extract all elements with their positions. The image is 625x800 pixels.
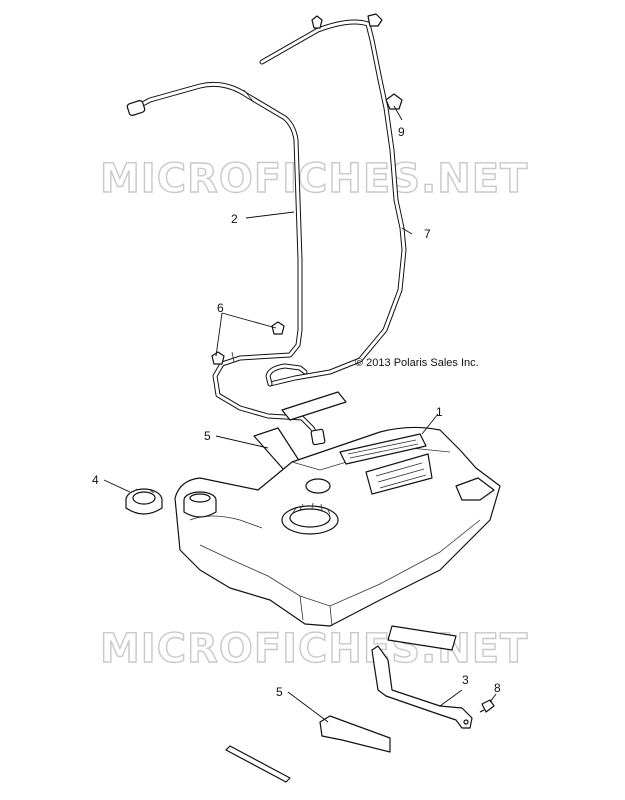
foam-pad-5-lower: [319, 715, 391, 753]
callout-9: 9: [398, 125, 405, 139]
callout-7: 7: [424, 227, 431, 241]
fuel-cap-4: [125, 488, 163, 515]
callout-2: 2: [231, 212, 238, 226]
callout-5-upper: 5: [204, 429, 211, 443]
bolt-8: [479, 699, 495, 713]
callout-5-lower: 5: [276, 685, 283, 699]
hose-clips-6: [211, 321, 285, 365]
callout-8: 8: [494, 681, 501, 695]
callout-4: 4: [92, 473, 99, 487]
vent-hose-7: [259, 19, 407, 387]
fuel-tank-1: [174, 426, 501, 627]
callout-6: 6: [217, 301, 224, 315]
copyright-notice: © 2013 Polaris Sales Inc.: [355, 357, 479, 369]
watermark-bottom: MICROFICHES.NET: [100, 626, 528, 672]
callout-1: 1: [436, 405, 443, 419]
fuel-hose-2: [126, 81, 326, 446]
tank-strap-3: [371, 645, 473, 729]
hose-clip-top: [311, 13, 383, 29]
rubber-strip: [225, 745, 291, 783]
hose-clip-9: [385, 93, 403, 110]
leader-lines: [103, 105, 497, 723]
callout-3: 3: [462, 673, 469, 687]
watermark-top: MICROFICHES.NET: [100, 156, 528, 202]
foam-pad-lower: [387, 625, 457, 651]
